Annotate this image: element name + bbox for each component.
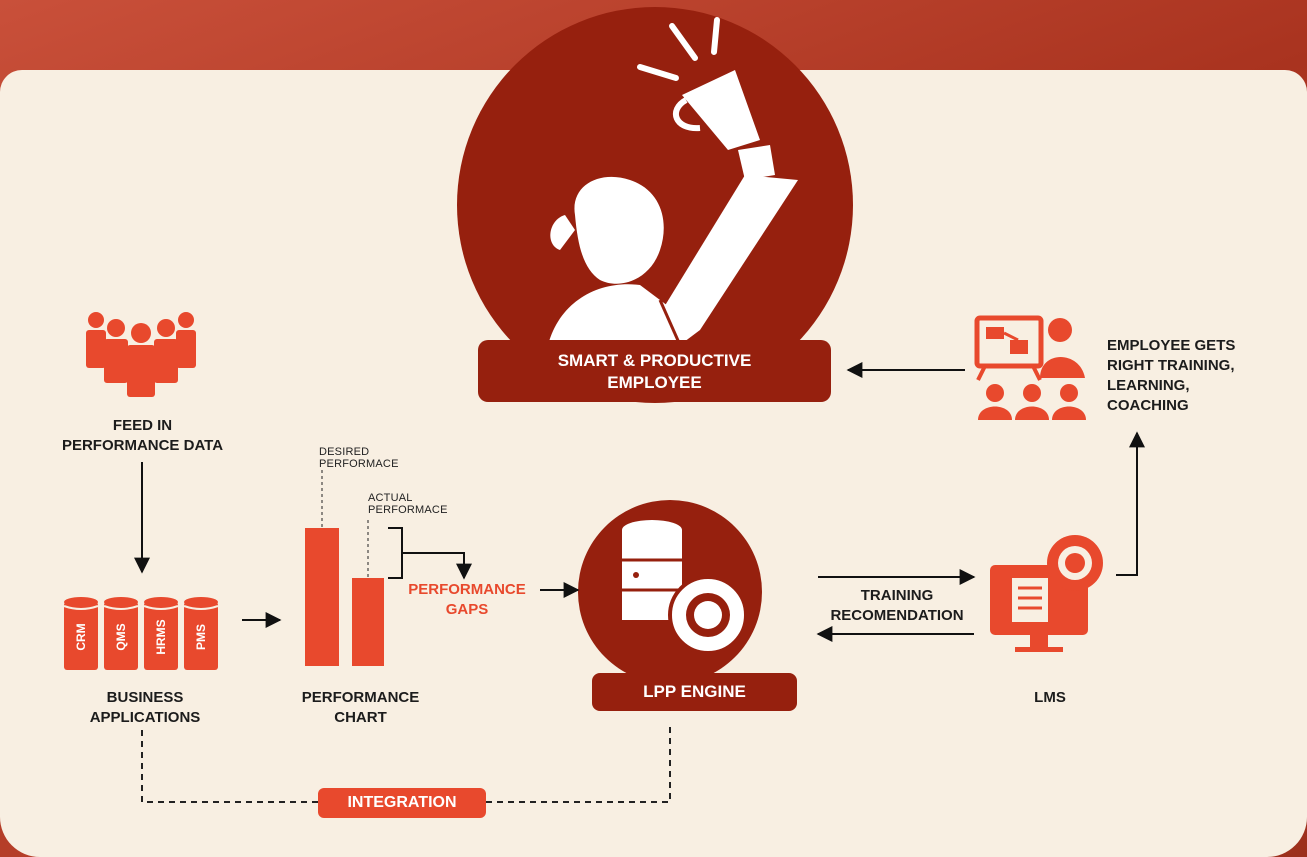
presentation-icon bbox=[974, 315, 1086, 420]
db-crm-label: CRM bbox=[74, 623, 88, 651]
database-group bbox=[63, 597, 219, 670]
team-icon bbox=[86, 312, 196, 397]
desired-performance-bar bbox=[305, 528, 339, 666]
chart-label: PERFORMANCE CHART bbox=[301, 689, 420, 726]
integration-loop bbox=[141, 724, 671, 803]
actual-performance-bar bbox=[352, 578, 384, 666]
actual-label: ACTUAL PERFORMACE bbox=[368, 492, 448, 516]
hero-title: SMART & PRODUCTIVE EMPLOYEE bbox=[557, 351, 752, 392]
hero-illustration bbox=[457, 7, 853, 403]
db-pms-label: PMS bbox=[194, 624, 208, 651]
engine-pill bbox=[592, 673, 797, 711]
integration-label: INTEGRATION bbox=[347, 794, 457, 811]
monitor-gear-icon bbox=[990, 535, 1103, 652]
db-hrms-label: HRMS bbox=[154, 619, 168, 655]
db-qms-label: QMS bbox=[114, 623, 128, 651]
training-label: TRAINING RECOMENDATION bbox=[830, 587, 964, 624]
database-gear-icon bbox=[578, 500, 762, 684]
connectors bbox=[134, 362, 1145, 642]
employee-training-label: EMPLOYEE GETS RIGHT TRAINING, LEARNING, … bbox=[1107, 337, 1236, 414]
engine-label: LPP ENGINE bbox=[643, 682, 746, 701]
hero-title-pill bbox=[478, 340, 831, 402]
performance-bars bbox=[305, 470, 472, 666]
lms-label: LMS bbox=[1034, 689, 1066, 706]
business-label: BUSINESS APPLICATIONS bbox=[89, 689, 201, 726]
gaps-label: PERFORMANCE GAPS bbox=[408, 581, 526, 618]
integration-pill bbox=[318, 788, 486, 818]
desired-label: DESIRED PERFORMACE bbox=[319, 446, 399, 470]
feed-label: FEED IN PERFORMANCE DATA bbox=[61, 417, 224, 454]
